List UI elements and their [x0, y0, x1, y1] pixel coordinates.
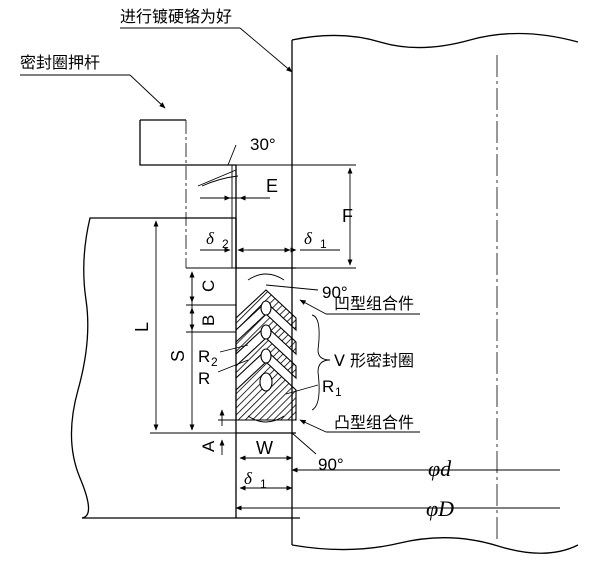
dim-r1-label: R	[322, 377, 334, 396]
dim-delta1-bottom-label: δ	[244, 469, 253, 488]
shaft	[291, 32, 579, 554]
dim-e-label: E	[266, 176, 278, 196]
dim-delta1-top-label: δ	[304, 229, 313, 248]
dim-s-label: S	[168, 350, 188, 362]
callout-texts: 进行镀硬铬为好 密封圈押杆 凹型组合件 V 形密封圈 凸型组合件	[20, 7, 414, 432]
callout-chrome-plating: 进行镀硬铬为好	[120, 7, 232, 26]
callout-push-rod: 密封圈押杆	[20, 53, 100, 72]
dim-delta2-label: δ	[206, 229, 215, 248]
dim-b-label: B	[199, 315, 218, 326]
dim-phi-D-label: φD	[426, 496, 454, 521]
dim-r2-sub: 2	[211, 355, 218, 369]
dimension-labels: 30° 90° 90° E F δ 2 δ 1 C B S L A W R 2 …	[132, 135, 454, 521]
dim-w-label: W	[256, 438, 273, 458]
leaders	[20, 27, 420, 433]
callout-convex-set: 凸型组合件	[334, 413, 414, 432]
dim-delta1-bottom-sub: 1	[260, 477, 267, 491]
dim-delta1-top-sub: 1	[320, 237, 327, 251]
dim-phi-d-label: φd	[428, 456, 452, 481]
v-seal-stack	[235, 289, 297, 421]
dim-a-label: A	[199, 440, 218, 452]
dimension-lines	[150, 144, 560, 518]
dim-l-label: L	[132, 322, 152, 332]
push-rod	[139, 119, 237, 268]
dim-r-label: R	[198, 369, 210, 388]
dim-r2-label: R	[198, 347, 210, 366]
angle-90-mid-label: 90°	[322, 283, 348, 302]
angle-30-label: 30°	[250, 135, 276, 154]
callout-v-seal: V 形密封圈	[334, 351, 414, 370]
dim-f-label: F	[342, 206, 353, 226]
dim-delta2-sub: 2	[222, 237, 229, 251]
dim-c-label: C	[199, 280, 218, 292]
angle-90-bottom-label: 90°	[318, 455, 344, 474]
callout-concave-set: 凹型组合件	[334, 294, 414, 313]
dim-r1-sub: 1	[335, 385, 342, 399]
